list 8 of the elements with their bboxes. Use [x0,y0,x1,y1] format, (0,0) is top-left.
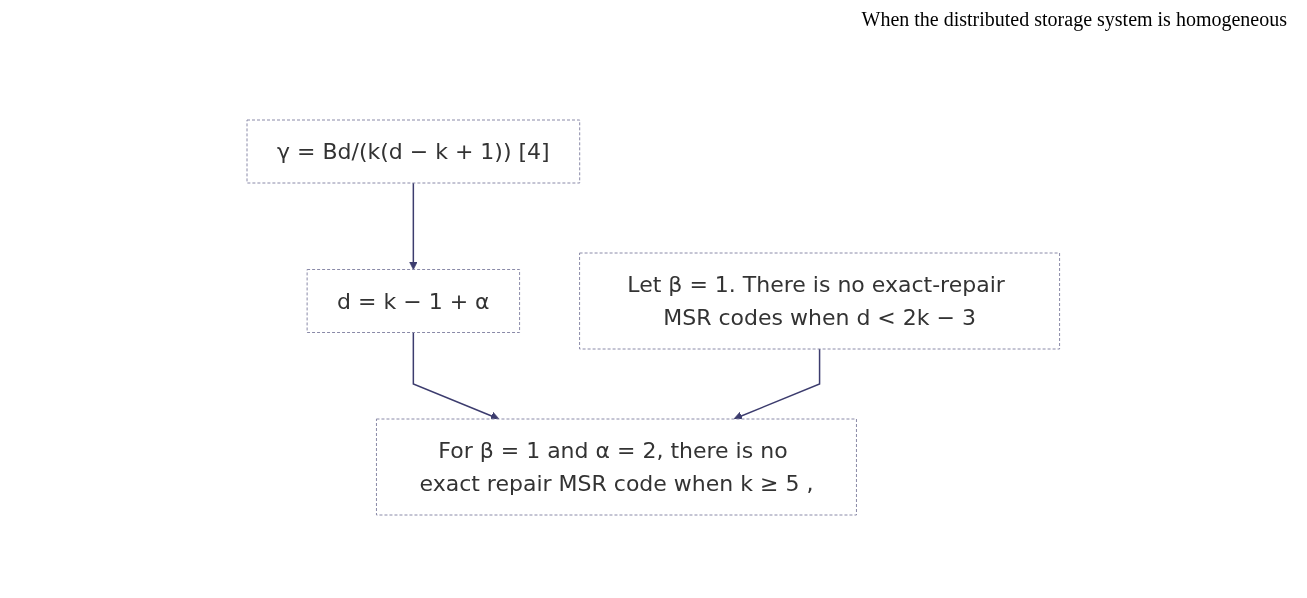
node-box: γ = Bd/(k(d − k + 1)) [4] [246,119,581,184]
arrow [733,348,821,421]
arrow [409,182,418,270]
node-box: d = k − 1 + α [306,269,521,333]
node-box: Let β = 1. There is no exact-repair MSR codes when d < 2k − 3 [579,252,1061,350]
heading-note: When the distributed storage system is homogeneous [861,8,1287,31]
arrow [412,331,500,421]
node-box: For β = 1 and α = 2, there is no exact repair MSR code when k ≥ 5 , [376,418,858,516]
